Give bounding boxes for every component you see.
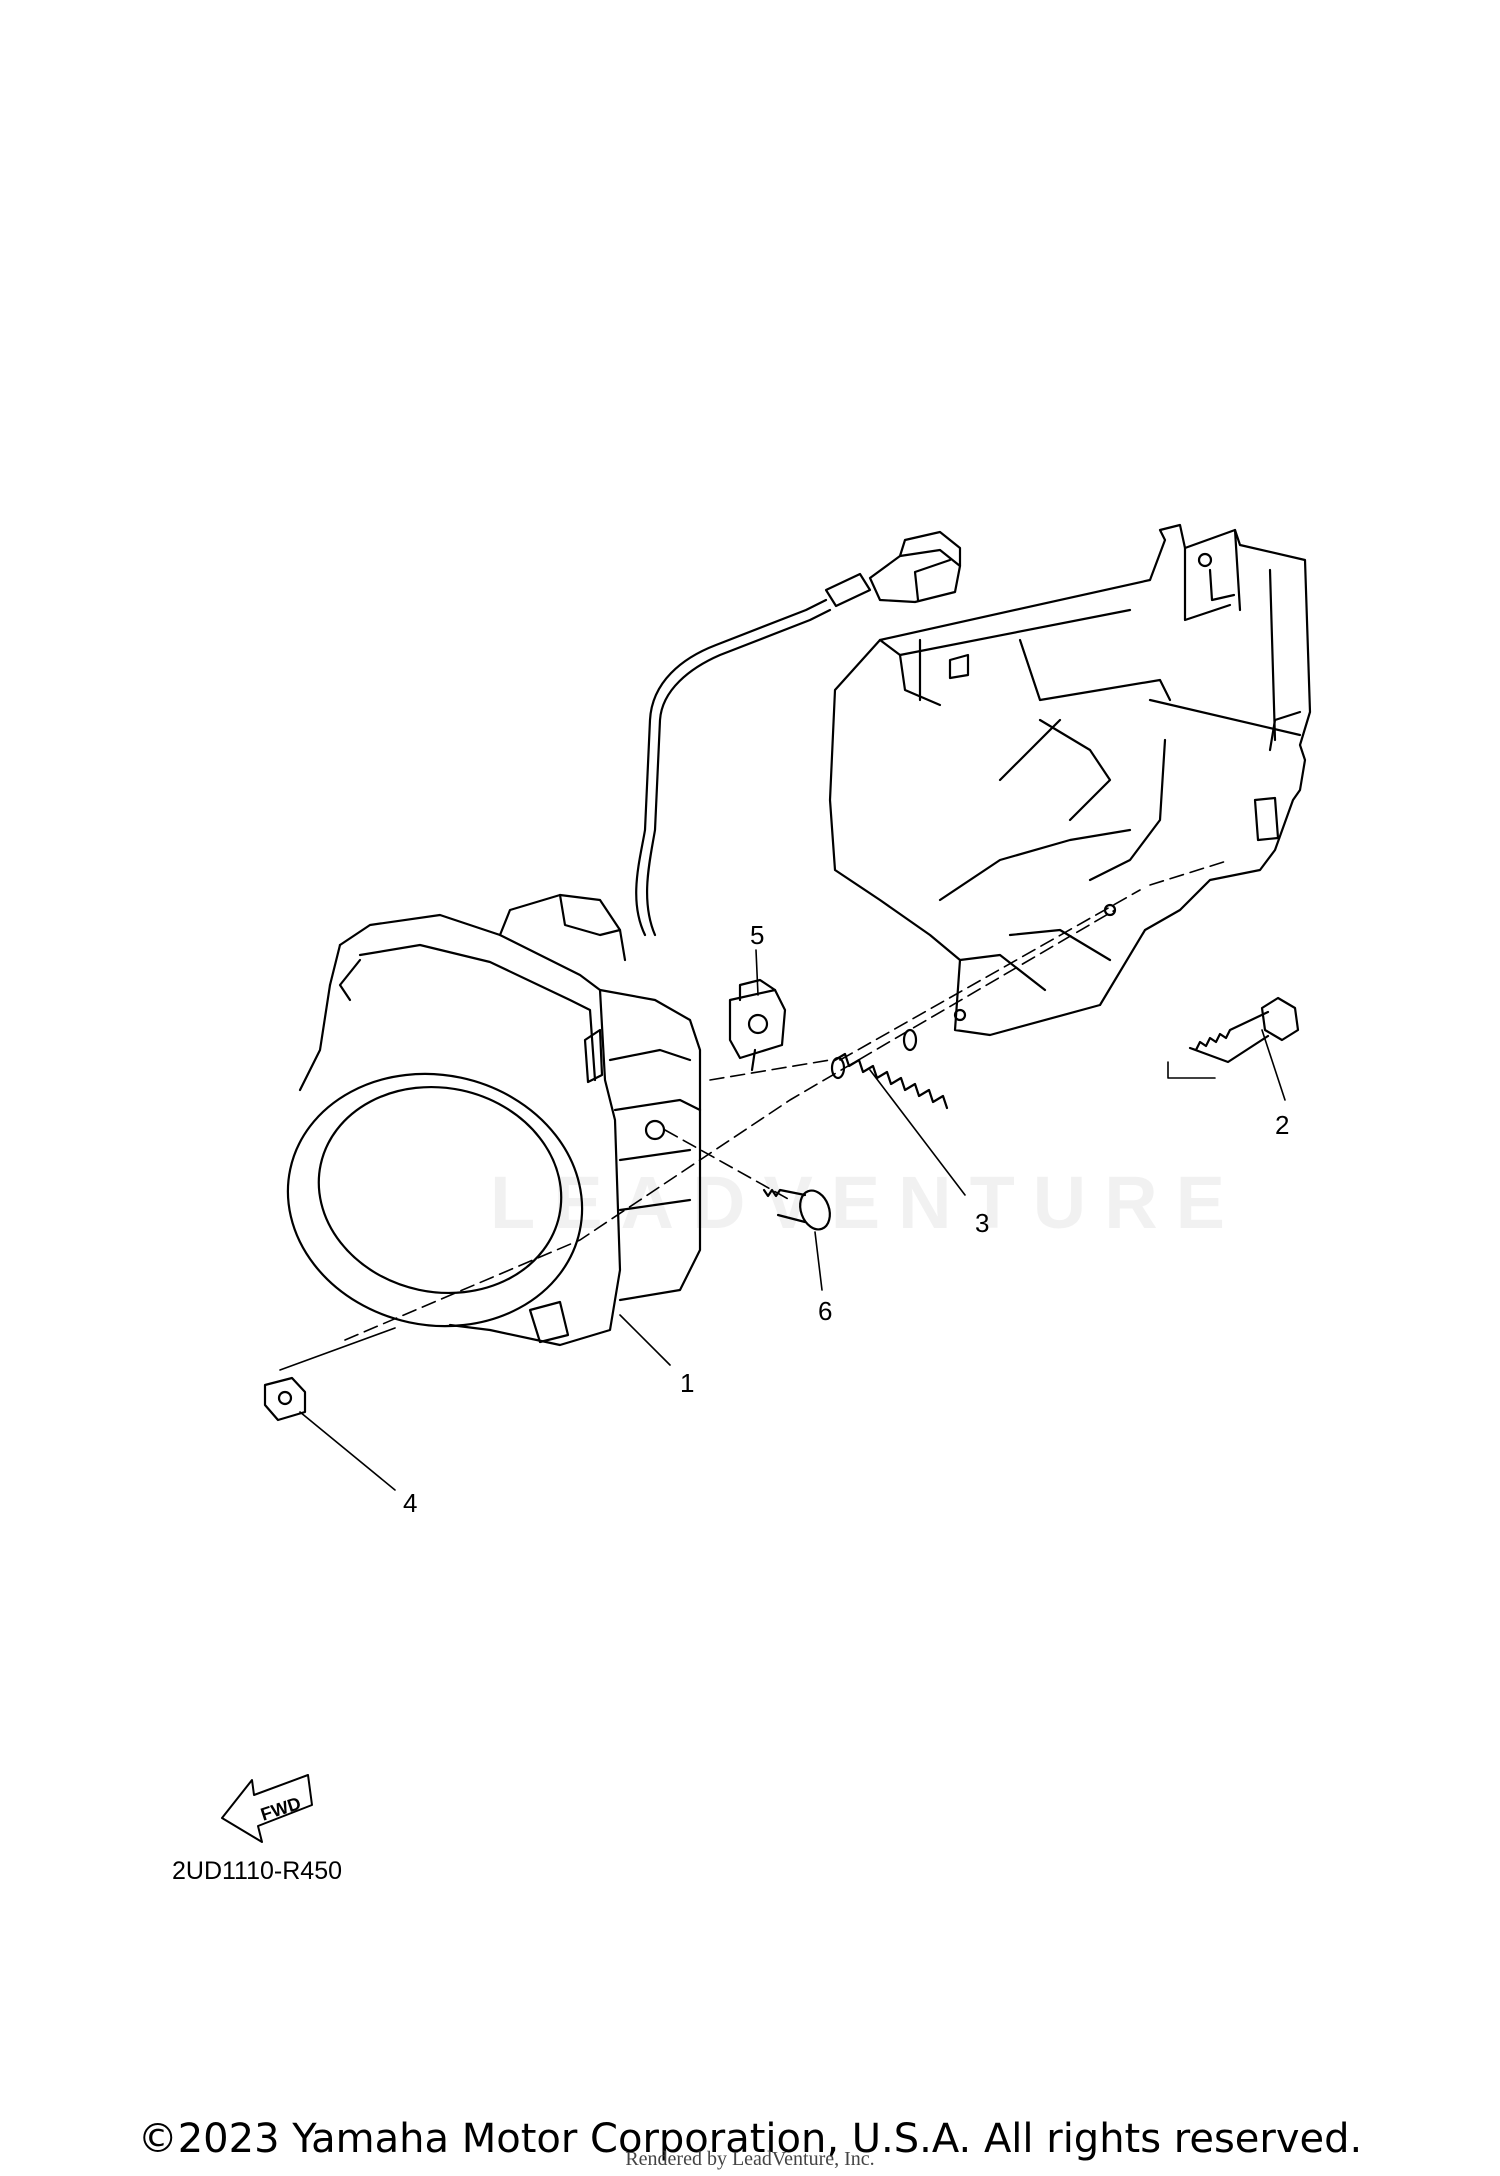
headlight-unit bbox=[286, 893, 702, 1347]
part-2-bolt bbox=[1188, 996, 1300, 1064]
assembly-lines bbox=[344, 859, 1231, 1341]
part-6-screw bbox=[762, 1188, 831, 1231]
wiring-harness bbox=[635, 530, 962, 937]
fwd-arrow-label: FWD bbox=[258, 1793, 303, 1825]
fwd-arrow-icon: FWD bbox=[221, 1774, 313, 1843]
renderer-credit: Rendered by LeadVenture, Inc. bbox=[625, 2148, 875, 2170]
callout-1: 1 bbox=[680, 1368, 695, 1398]
callout-6: 6 bbox=[818, 1296, 833, 1326]
callout-3: 3 bbox=[975, 1208, 990, 1238]
watermark: LEADVENTURE bbox=[490, 1161, 1244, 1244]
callout-4: 4 bbox=[403, 1488, 418, 1518]
callout-2: 2 bbox=[1275, 1110, 1290, 1140]
copyright-notice: ©2023 Yamaha Motor Corporation, U.S.A. A… bbox=[137, 2116, 1363, 2162]
part-5-clip bbox=[728, 978, 787, 1072]
part-4-nut bbox=[263, 1376, 307, 1422]
leader-lines bbox=[279, 949, 1286, 1491]
headlight-bracket bbox=[828, 523, 1312, 1037]
callout-5: 5 bbox=[750, 920, 765, 950]
diagram-code: 2UD1110-R450 bbox=[172, 1857, 343, 1885]
